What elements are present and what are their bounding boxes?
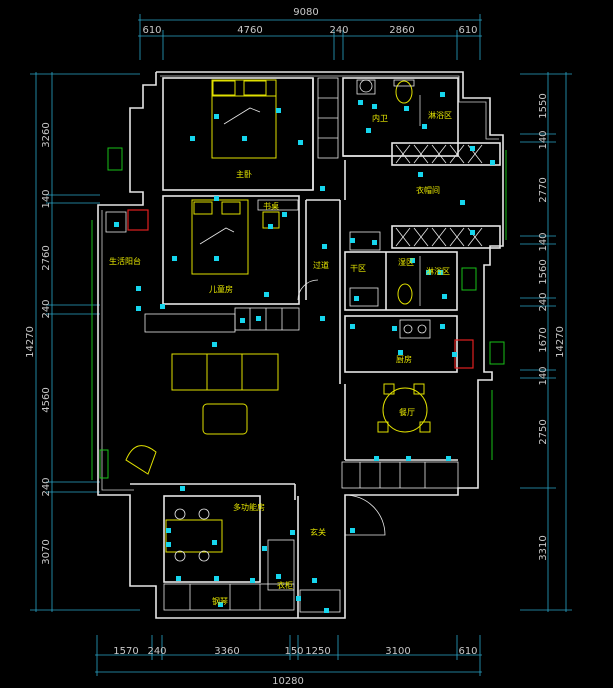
walk-in-closet-label: 衣帽间 — [416, 185, 440, 195]
room-labels: 主卧 内卫 淋浴区 衣帽间 书桌 生活阳台 儿童房 过道 干区 湿区 淋浴区 厨… — [109, 110, 452, 606]
master-bed — [211, 79, 277, 159]
kitchen-label: 厨房 — [396, 354, 412, 364]
furniture — [105, 77, 483, 613]
bottom-dim-3: 3360 — [214, 646, 239, 657]
top-dim-2: 4760 — [237, 25, 262, 36]
right-dim-4: 140 — [538, 232, 549, 251]
windows — [91, 147, 507, 480]
bottom-dimensions: 1570 240 3360 150 1250 3100 610 10280 — [95, 635, 482, 687]
top-dim-1: 610 — [142, 25, 161, 36]
dry-area-label: 干区 — [350, 264, 366, 273]
study-table — [165, 519, 223, 553]
top-total-dim: 9080 — [293, 7, 318, 18]
dining-label: 餐厅 — [399, 408, 415, 417]
right-dim-2: 140 — [538, 130, 549, 149]
right-dim-5: 1560 — [538, 259, 549, 284]
kids-bed — [191, 199, 249, 275]
sofa — [171, 353, 279, 391]
left-dim-3: 2760 — [41, 245, 52, 270]
right-dim-7: 1670 — [538, 327, 549, 352]
left-dimensions: 14270 3260 140 2760 240 4560 240 3070 — [25, 72, 140, 612]
left-dim-7: 3070 — [41, 539, 52, 564]
top-dim-5: 610 — [458, 25, 477, 36]
right-dim-3: 2770 — [538, 177, 549, 202]
bottom-dim-6: 3100 — [385, 646, 410, 657]
left-dim-1: 3260 — [41, 122, 52, 147]
left-dim-2: 140 — [41, 189, 52, 208]
bottom-dim-1: 1570 — [113, 646, 138, 657]
entrance-label: 玄关 — [310, 527, 326, 537]
inner-bath-label: 内卫 — [372, 113, 388, 123]
entrance-door — [344, 494, 386, 536]
top-dim-3: 240 — [329, 25, 348, 36]
coat-cabinet-label: 衣柜 — [277, 580, 293, 590]
shower-area-label-2: 淋浴区 — [426, 266, 450, 276]
left-dim-5: 4560 — [41, 387, 52, 412]
bottom-dim-7: 610 — [458, 646, 477, 657]
closet-cabinet — [395, 144, 483, 247]
right-total-dim: 14270 — [555, 326, 566, 358]
right-dim-6: 240 — [538, 292, 549, 311]
toilet-icon — [395, 80, 413, 104]
right-dim-1: 1550 — [538, 93, 549, 118]
bottom-dim-4: 150 — [284, 646, 303, 657]
coffee-table — [202, 403, 248, 435]
left-dim-4: 240 — [41, 299, 52, 318]
left-total-dim: 14270 — [25, 326, 36, 358]
wet-area-label: 湿区 — [398, 258, 414, 267]
bottom-dim-2: 240 — [147, 646, 166, 657]
study-desk-label: 书桌 — [263, 201, 279, 211]
right-dim-9: 2750 — [538, 419, 549, 444]
shower-area-label-1: 淋浴区 — [428, 110, 452, 120]
multi-room-label: 多功能房 — [233, 502, 265, 512]
dining-table — [382, 387, 428, 433]
top-dimensions: 9080 610 4760 240 2860 610 — [138, 7, 482, 60]
piano-label: 钢琴 — [212, 596, 228, 606]
top-dim-4: 2860 — [389, 25, 414, 36]
armchair — [125, 445, 157, 475]
corridor-label: 过道 — [313, 260, 329, 270]
socket-markers — [114, 92, 495, 613]
right-dim-8: 140 — [538, 366, 549, 385]
bottom-dim-5: 1250 — [305, 646, 330, 657]
living-balcony-label: 生活阳台 — [109, 256, 141, 266]
right-dimensions: 1550 140 2770 140 1560 240 1670 140 2750… — [520, 72, 572, 612]
left-dim-6: 240 — [41, 477, 52, 496]
kids-room-label: 儿童房 — [209, 284, 233, 294]
water-heater — [127, 209, 149, 231]
bottom-total-dim: 10280 — [272, 676, 304, 687]
right-dim-10: 3310 — [538, 535, 549, 560]
master-bedroom-label: 主卧 — [236, 169, 252, 179]
walls — [97, 71, 504, 619]
